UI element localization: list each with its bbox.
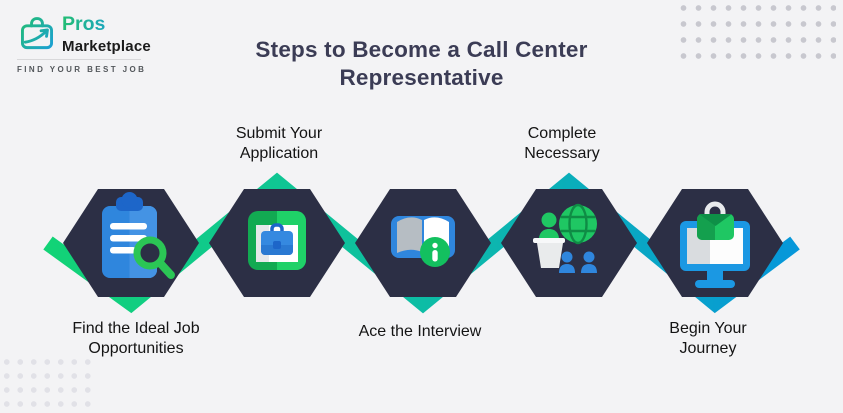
dot-grid-bottom-left [0,355,95,411]
dot-grid-top-right [676,0,836,64]
logo-name-bottom: Marketplace [62,38,151,55]
interview-guide-book-icon [391,216,455,267]
hexagon-step-5 [647,189,783,297]
job-application-window-icon [248,211,306,270]
logo-tagline: FIND YOUR BEST JOB [17,65,147,74]
logo-row: Pros Marketplace [17,13,151,55]
logo-divider [17,59,141,60]
monitor-briefcase-icon [680,201,750,288]
title-line-2: Representative [339,65,504,90]
logo: Pros Marketplace FIND YOUR BEST JOB [17,13,151,74]
logo-name-top-wrap: Pros [62,13,106,35]
step-label-3: Ace the Interview [358,323,482,340]
logo-text: Pros Marketplace [62,13,151,55]
zigzag-ribbon [43,172,800,314]
hexagon-step-1 [63,189,199,297]
logo-briefcase-arrow-icon [21,17,53,50]
hexagon-step-4 [501,189,637,297]
step-label-1: Find the Ideal Job Opportunities [72,320,200,357]
title-line-1: Steps to Become a Call Center [255,37,588,62]
hexagon-step-3 [355,189,491,297]
logo-name-top: Pros [62,13,106,34]
clipboard-search-icon [102,192,175,279]
step-label-4: Complete Necessary [524,125,600,162]
hexagon-step-2 [209,189,345,297]
training-presentation-icon [533,203,597,273]
step-label-5: Begin Your Journey [669,320,747,357]
page-title: Steps to Become a Call Center Representa… [207,36,637,92]
step-label-2: Submit Your Application [235,125,323,162]
